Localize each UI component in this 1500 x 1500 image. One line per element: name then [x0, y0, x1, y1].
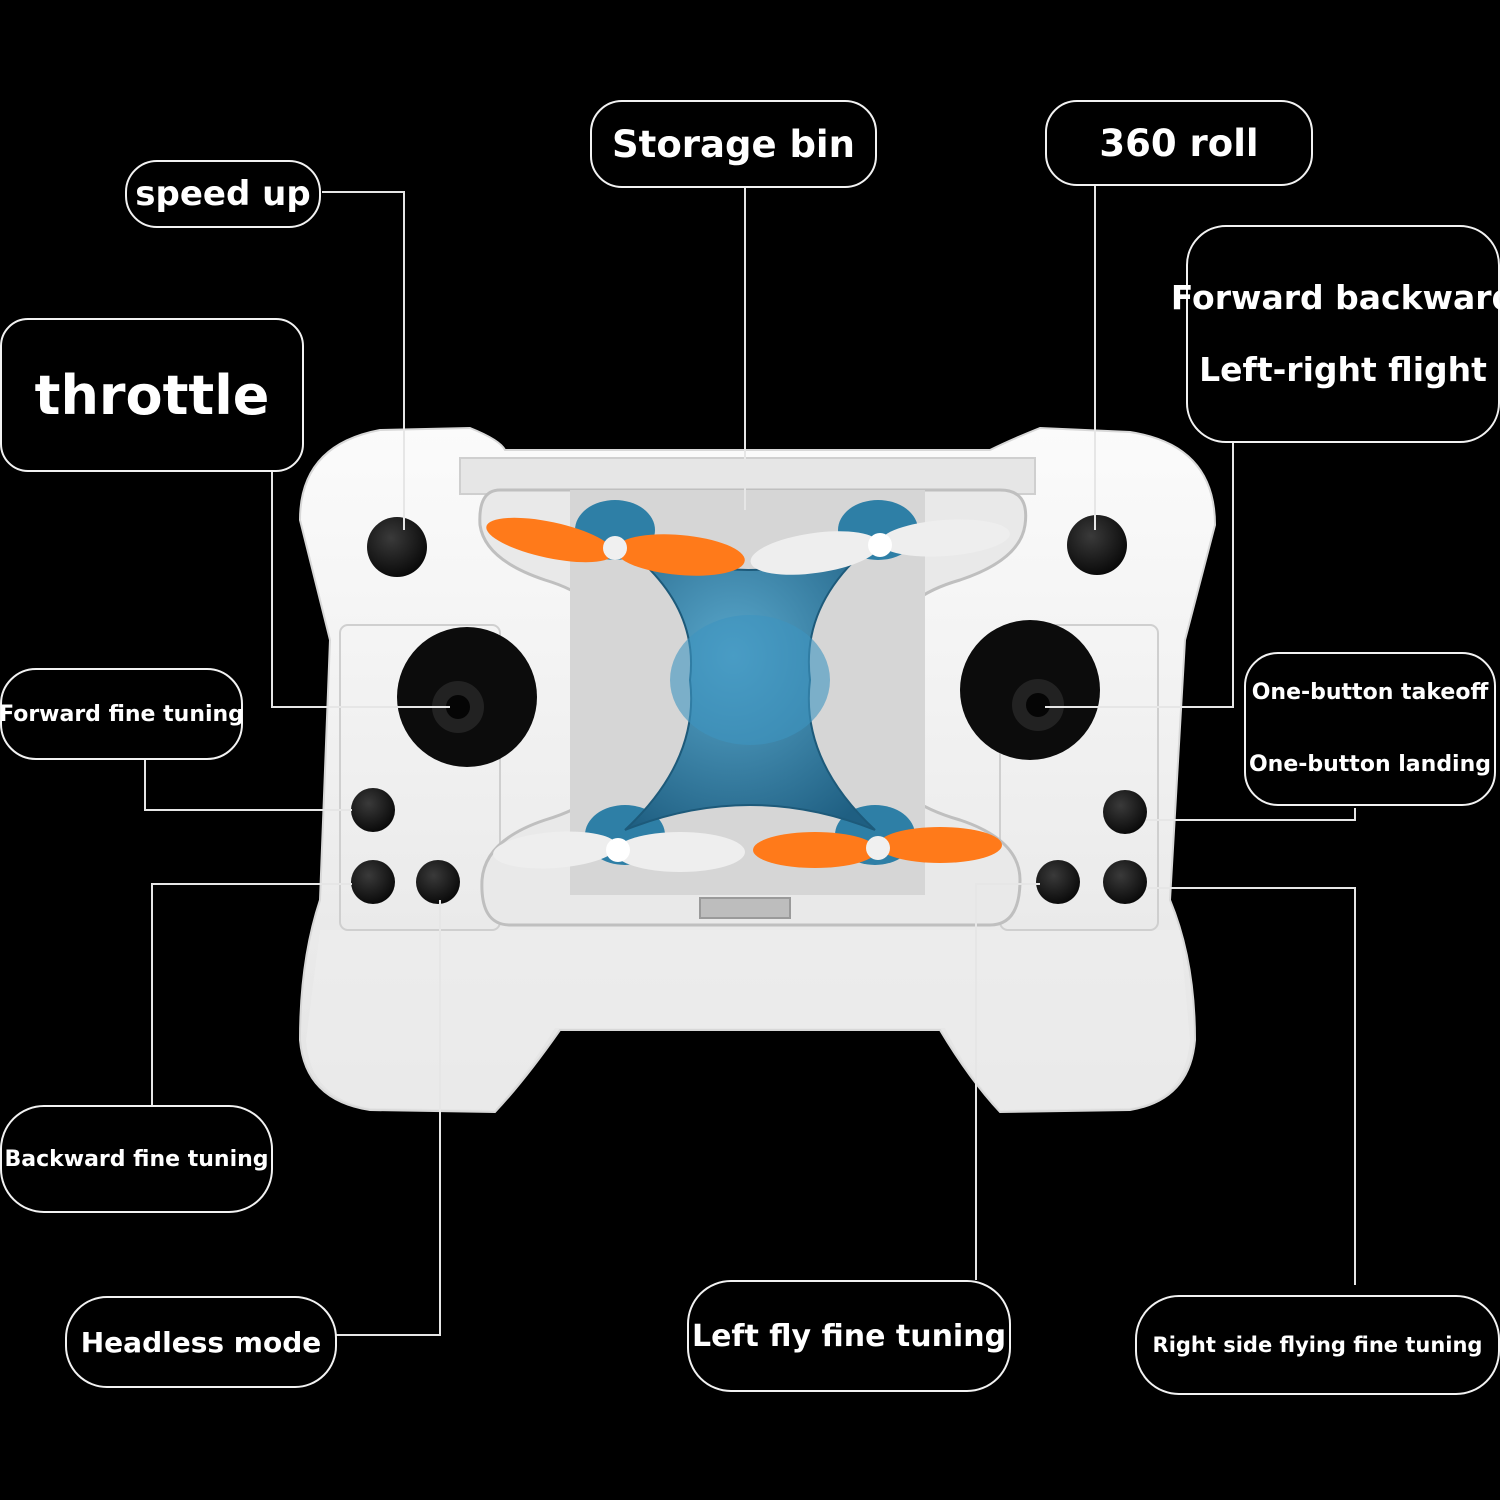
label-forward-backward-line2: Left-right flight	[1199, 350, 1487, 389]
label-headless-mode-text: Headless mode	[80, 1325, 322, 1359]
label-forward-fine-tuning-text: Forward fine tuning	[0, 701, 244, 727]
label-throttle: throttle	[0, 318, 304, 472]
joystick-left-icon	[397, 627, 537, 767]
controller-buttons	[351, 515, 1147, 904]
label-storage-bin-text: Storage bin	[612, 122, 855, 166]
joystick-right-icon	[960, 620, 1100, 760]
label-takeoff-landing: One-button takeoff One-button landing	[1244, 652, 1496, 806]
label-left-fly-fine-tuning-text: Left fly fine tuning	[691, 1318, 1007, 1354]
label-360-roll: 360 roll	[1045, 100, 1313, 186]
label-forward-fine-tuning: Forward fine tuning	[0, 668, 244, 760]
label-left-fly-fine-tuning: Left fly fine tuning	[687, 1280, 1011, 1392]
label-takeoff-line2: One-button landing	[1248, 752, 1492, 777]
label-forward-backward-line1: Forward backward	[1170, 278, 1500, 317]
label-throttle-text: throttle	[34, 363, 270, 427]
label-forward-backward: Forward backward Left-right flight	[1171, 225, 1500, 443]
label-takeoff-line1: One-button takeoff	[1251, 680, 1489, 705]
drone-icon	[486, 500, 1010, 872]
label-speed-up-text: speed up	[135, 174, 311, 214]
label-backward-fine-tuning: Backward fine tuning	[0, 1105, 273, 1213]
label-right-side-fine-tuning: Right side flying fine tuning	[1135, 1295, 1500, 1395]
label-storage-bin: Storage bin	[590, 100, 877, 188]
label-360-roll-text: 360 roll	[1099, 121, 1259, 165]
label-backward-fine-tuning-text: Backward fine tuning	[4, 1146, 269, 1172]
callout-lines	[144, 186, 1356, 1336]
label-speed-up: speed up	[125, 160, 321, 228]
label-right-side-fine-tuning-text: Right side flying fine tuning	[1152, 1333, 1483, 1357]
label-headless-mode: Headless mode	[65, 1296, 337, 1388]
